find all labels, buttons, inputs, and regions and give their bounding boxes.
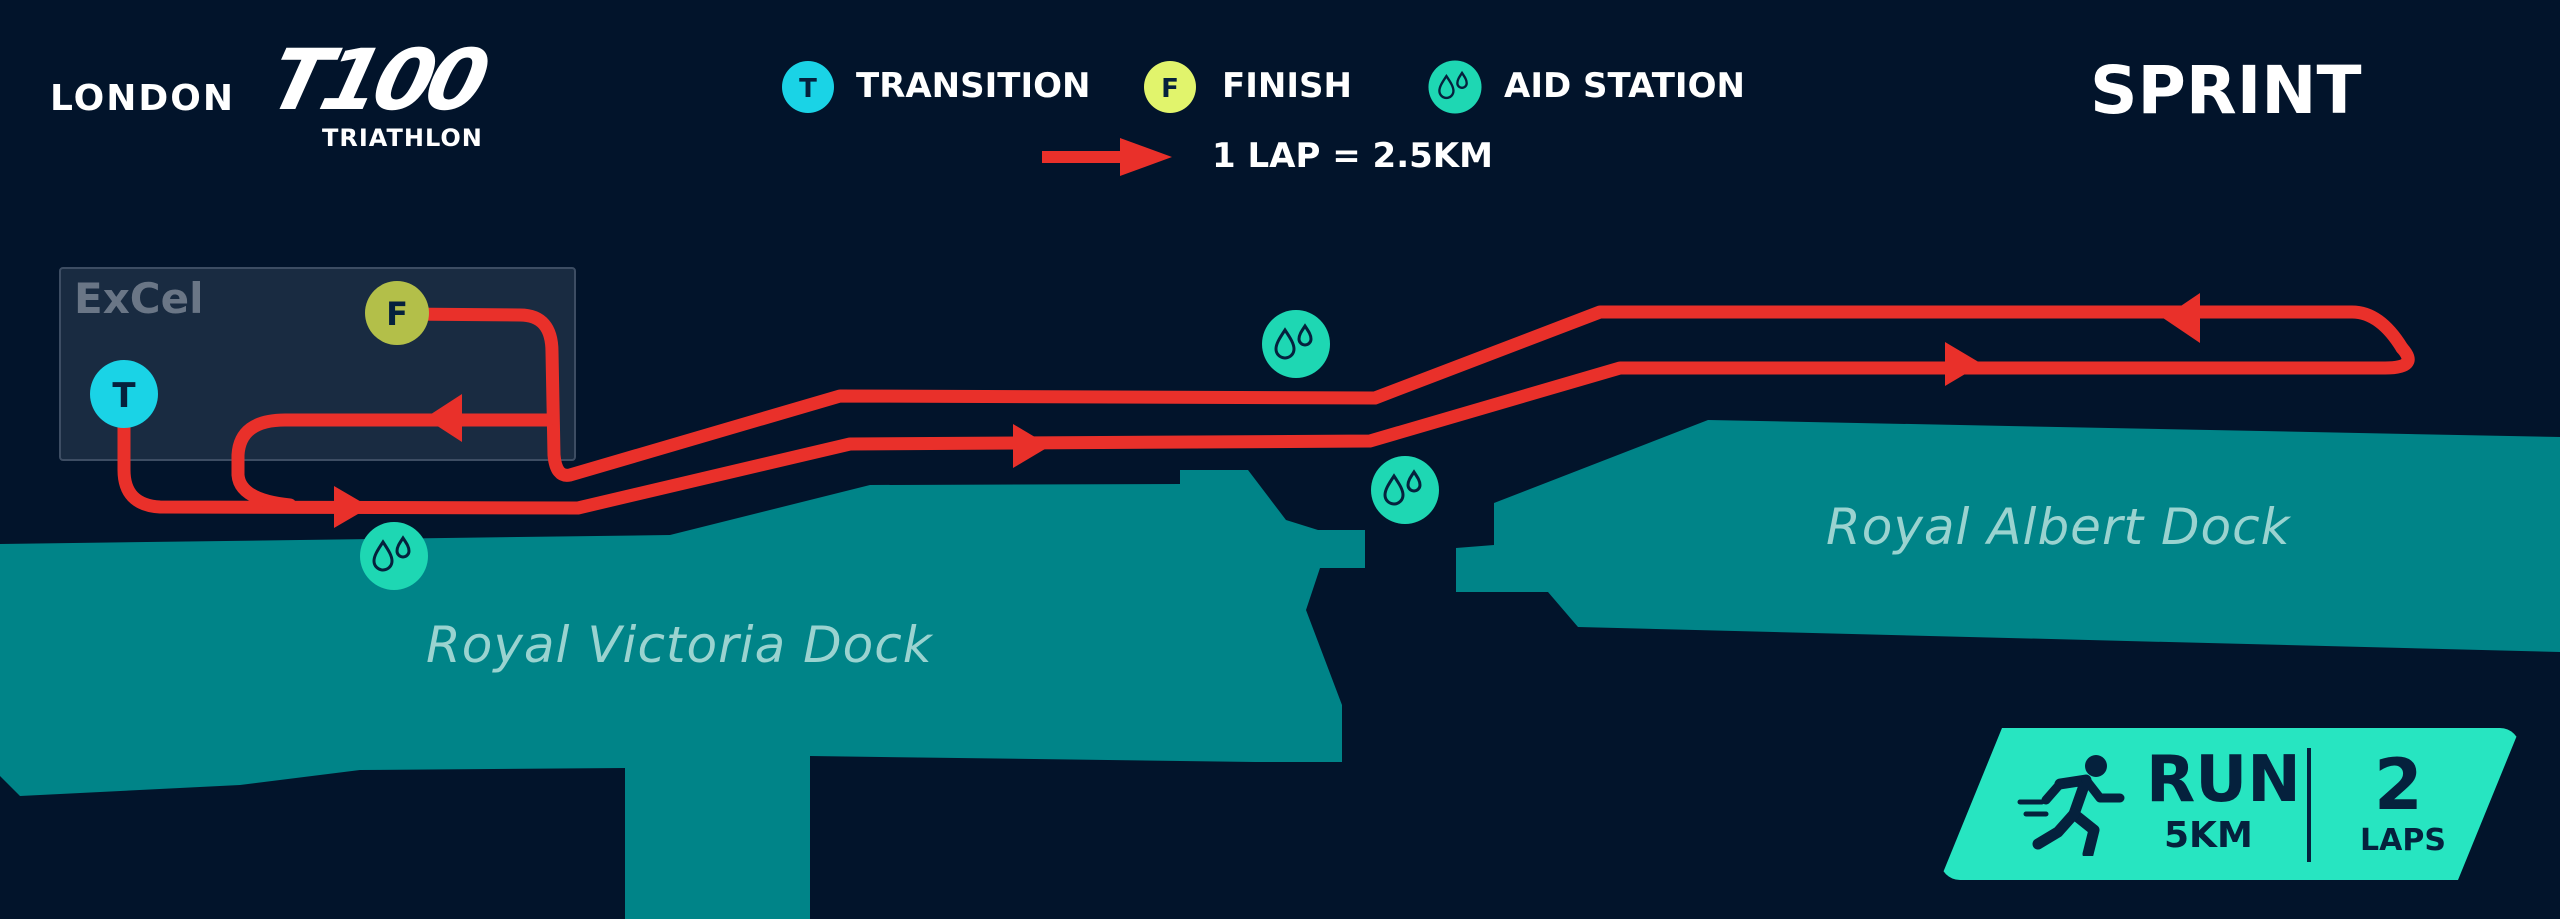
discipline-distance: 5KM	[2164, 815, 2253, 856]
finish-marker-map[interactable]: F	[365, 281, 429, 345]
legend-finish-label: FINISH	[1222, 66, 1352, 106]
route-inner-loop	[231, 413, 555, 512]
route-arrow	[1013, 424, 1050, 468]
royal-victoria-dock-label: Royal Victoria Dock	[426, 616, 933, 674]
laps-count: 2	[2374, 744, 2423, 826]
legend-transition-label: TRANSITION	[856, 66, 1091, 106]
discipline-name: RUN	[2146, 743, 2301, 817]
route-arrow	[2163, 293, 2200, 343]
legend-finish-icon: F	[1144, 61, 1196, 113]
route-arrow	[425, 394, 462, 442]
legend-lap-arrow-icon	[1042, 138, 1172, 176]
aid-station-icon[interactable]	[360, 522, 428, 590]
brand-logo: T100	[259, 31, 493, 129]
finish-marker-letter: F	[386, 295, 408, 333]
legend-transition-icon: T	[782, 61, 834, 113]
legend-transition-letter: T	[799, 74, 817, 104]
brand-event: TRIATHLON	[322, 124, 483, 152]
transition-marker-letter: T	[112, 376, 136, 416]
race-type-title: SPRINT	[2090, 52, 2362, 129]
runner-icon	[2017, 755, 2125, 856]
route-return	[393, 305, 2409, 482]
route-arrow	[1945, 342, 1982, 386]
laps-label: LAPS	[2360, 823, 2446, 858]
run-route	[117, 305, 2415, 515]
legend-aid-station-label: AID STATION	[1504, 66, 1745, 106]
legend-finish-letter: F	[1161, 74, 1179, 104]
route-direction-arrows	[334, 293, 2200, 528]
royal-victoria-dock-water	[0, 470, 1365, 919]
aid-station-icon[interactable]	[1371, 456, 1439, 524]
transition-marker-map[interactable]: T	[90, 360, 158, 428]
aid-station-icon[interactable]	[1262, 310, 1330, 378]
route-outbound	[117, 341, 2415, 515]
brand-city: LONDON	[50, 78, 236, 119]
route-arrow	[334, 486, 370, 528]
royal-albert-dock-label: Royal Albert Dock	[1826, 498, 2291, 556]
legend-aid-station-icon	[1428, 60, 1482, 114]
excel-venue-label: ExCel	[74, 274, 204, 323]
badge-divider	[2307, 748, 2311, 862]
royal-albert-dock-water	[1456, 420, 2560, 652]
legend-lap-label: 1 LAP = 2.5KM	[1212, 136, 1493, 176]
